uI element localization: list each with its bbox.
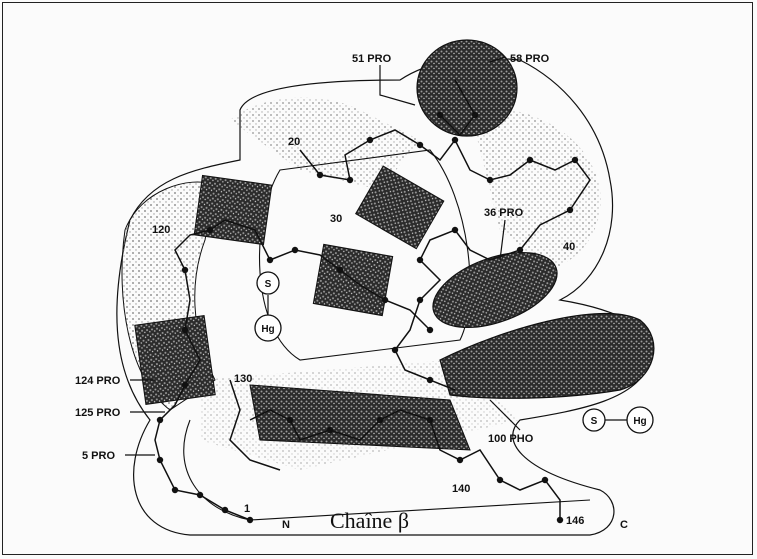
helix-upper-left <box>194 175 272 244</box>
mercury-label-left: Hg <box>261 324 274 335</box>
label-5-pro: 5 PRO <box>82 450 115 462</box>
figure-caption: Chaîne β <box>330 508 409 533</box>
label-58-pro: 58 PRO <box>510 53 550 65</box>
c-terminus-label: C <box>620 519 628 531</box>
label-125-pro: 125 PRO <box>75 407 121 419</box>
label-residue-140: 140 <box>452 483 470 495</box>
sulfur-label-left: S <box>265 279 272 290</box>
helix-left <box>135 316 215 405</box>
label-residue-146: 146 <box>566 515 584 527</box>
n-terminus-label: N <box>282 519 290 531</box>
helix-top <box>417 40 517 136</box>
sulfur-label-right: S <box>591 416 598 427</box>
label-residue-1: 1 <box>244 503 250 515</box>
label-residue-30: 30 <box>330 213 342 225</box>
label-residue-120: 120 <box>152 224 170 236</box>
mercury-label-right: Hg <box>633 416 646 427</box>
stippled-region-right <box>470 108 601 270</box>
label-residue-130: 130 <box>234 373 252 385</box>
label-residue-20: 20 <box>288 136 300 148</box>
label-residue-40: 40 <box>563 241 575 253</box>
label-51-pro: 51 PRO <box>352 53 392 65</box>
label-100-pho: 100 PHO <box>488 433 534 445</box>
label-36-pro: 36 PRO <box>484 207 524 219</box>
label-124-pro: 124 PRO <box>75 375 121 387</box>
